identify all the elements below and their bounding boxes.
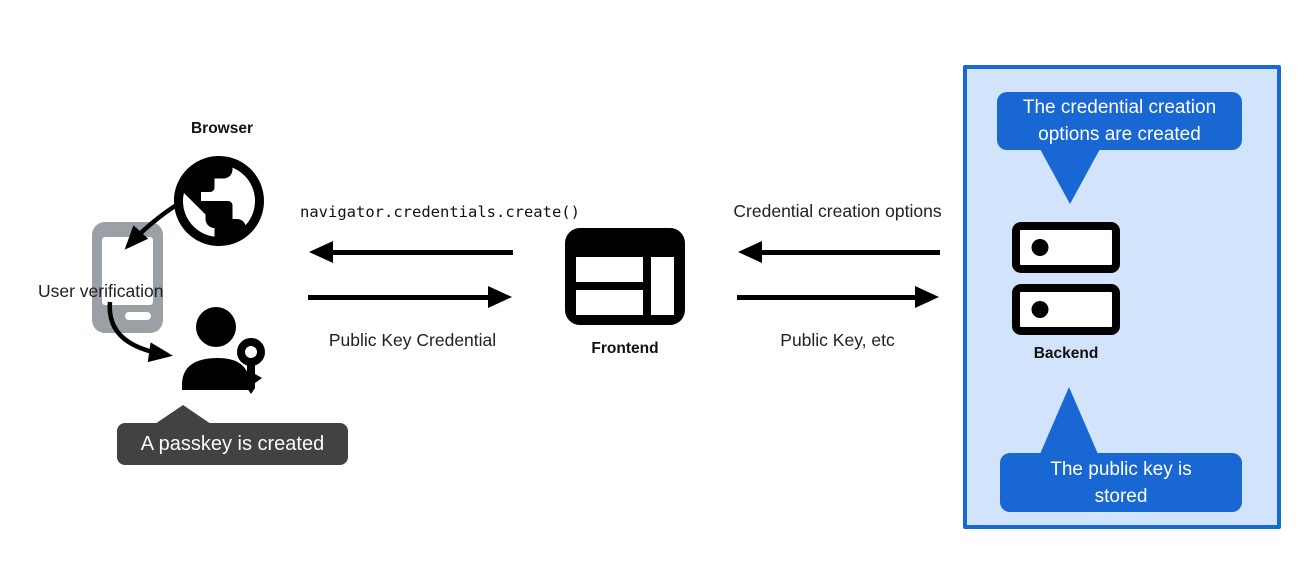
frontend-label: Frontend [591, 340, 659, 357]
backend-panel: The credential creation options are crea… [963, 65, 1281, 529]
public-key-stored-tooltip: The public key is stored [1000, 387, 1242, 512]
passkey-created-text: A passkey is created [140, 433, 325, 455]
credential-creation-options-label: Credential creation options [733, 201, 942, 221]
globe-icon [174, 156, 264, 246]
passkey-created-tooltip: A passkey is created [117, 405, 348, 465]
arrowhead-left-icon [309, 241, 333, 263]
options-created-tooltip: The credential creation options are crea… [997, 92, 1242, 204]
public-key-stored-text: The public key is stored [1050, 458, 1192, 507]
globe-to-phone-arrow [124, 202, 180, 250]
arrowhead-left-icon [738, 241, 762, 263]
backend-label: Backend [1033, 345, 1099, 362]
user-verification-arrows [107, 202, 180, 363]
user-verification-label: User verification [38, 281, 164, 301]
tooltip-pointer-down [1040, 149, 1100, 204]
server-stack-icon [1012, 222, 1120, 335]
arrowhead-right-icon [488, 286, 512, 308]
browser-window-icon [565, 228, 685, 325]
person-key-icon [182, 307, 265, 394]
browser-label: Browser [190, 120, 254, 137]
public-key-etc-label: Public Key, etc [780, 330, 895, 350]
public-key-credential-label: Public Key Credential [328, 330, 497, 350]
frontend-to-backend-arrow [737, 286, 939, 308]
tooltip-pointer-up [1040, 387, 1098, 454]
create-call-label: navigator.credentials.create() [300, 203, 580, 221]
arrowhead-right-icon [915, 286, 939, 308]
browser-to-frontend-arrow [308, 286, 512, 308]
tooltip-pointer-up [155, 405, 211, 424]
options-created-text: The credential creation options are crea… [1022, 97, 1217, 145]
frontend-to-browser-arrow [309, 241, 513, 263]
backend-to-frontend-arrow [738, 241, 940, 263]
phone-to-person-arrow [107, 301, 173, 363]
